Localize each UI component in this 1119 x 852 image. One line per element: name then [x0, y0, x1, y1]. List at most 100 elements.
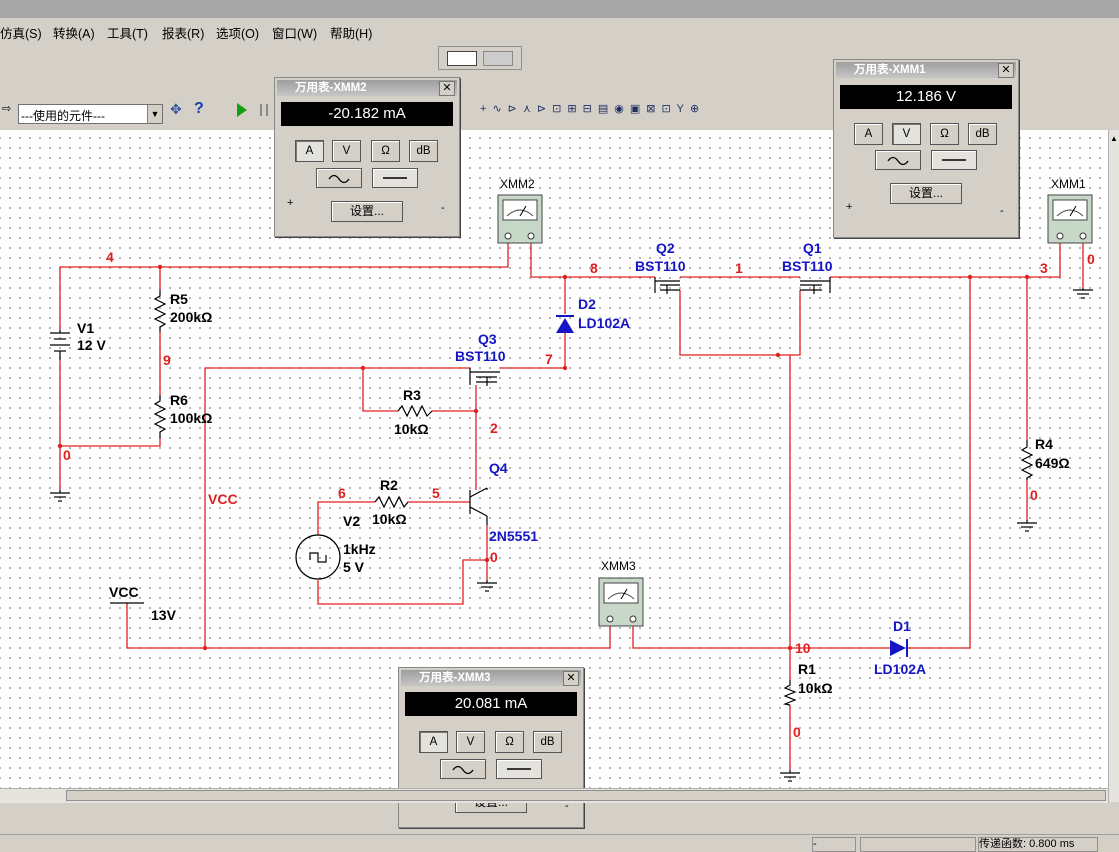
- close-icon[interactable]: ✕: [563, 671, 579, 686]
- q1-mosfet: [800, 277, 831, 294]
- xmm3-dc-button[interactable]: [496, 759, 542, 779]
- source-icon[interactable]: +: [480, 103, 493, 115]
- xmm3-panel[interactable]: 万用表-XMM3 ✕ 20.081 mA A V Ω dB 设置... + -: [398, 667, 584, 828]
- xmm1-panel-title[interactable]: 万用表-XMM1: [836, 62, 1016, 78]
- component-combo[interactable]: ---使用的元件--- ▼: [18, 104, 163, 124]
- electromech-icon[interactable]: ⊕: [690, 103, 706, 115]
- v1-name: V1: [77, 320, 95, 336]
- misc-icon[interactable]: ⊠: [646, 103, 662, 115]
- scroll-up-icon[interactable]: ▲: [1110, 134, 1118, 143]
- menu-transfer[interactable]: 转换(A): [53, 27, 95, 41]
- xmm3-ammeter-button[interactable]: A: [419, 731, 448, 753]
- xmm1-ammeter-button[interactable]: A: [854, 123, 883, 145]
- node-label: 4: [106, 249, 114, 265]
- xmm3-panel-title[interactable]: 万用表-XMM3: [401, 670, 581, 686]
- ground-icon: [50, 490, 70, 502]
- xmm2-dc-button[interactable]: [372, 168, 418, 188]
- xmm1-ohm-button[interactable]: Ω: [930, 123, 959, 145]
- power-icon[interactable]: ▣: [629, 103, 647, 115]
- node-label: 9: [163, 352, 171, 368]
- menu-tools[interactable]: 工具(T): [107, 27, 148, 41]
- menu-reports[interactable]: 报表(R): [162, 27, 205, 41]
- run-icon[interactable]: [237, 103, 247, 117]
- xmm3-db-button[interactable]: dB: [533, 731, 562, 753]
- junction: [157, 264, 163, 270]
- xmm1-settings-button[interactable]: 设置...: [890, 183, 962, 204]
- q4-name: Q4: [489, 460, 508, 476]
- xmm1-panel[interactable]: 万用表-XMM1 ✕ 12.186 V A V Ω dB 设置... + -: [833, 59, 1019, 238]
- pause-icon[interactable]: [260, 104, 268, 116]
- xmm3-voltmeter-button[interactable]: V: [456, 731, 485, 753]
- v2-freq: 1kHz: [343, 541, 376, 557]
- xmm3-ac-button[interactable]: [440, 759, 486, 779]
- junction: [562, 274, 568, 280]
- xmm2-ac-button[interactable]: [316, 168, 362, 188]
- analog-icon[interactable]: ⊳: [536, 103, 553, 115]
- mixed-icon[interactable]: ▤: [597, 103, 615, 115]
- breadboard-icon[interactable]: [447, 51, 477, 66]
- menu-simulate[interactable]: 仿真(S): [0, 27, 42, 41]
- schematic-workspace[interactable]: XMM2 XMM1 XMM3 V1 12 V R5 200kΩ R6 100kΩ…: [0, 130, 1108, 788]
- node-label: 0: [793, 724, 801, 740]
- xmm1-label: XMM1: [1051, 177, 1086, 191]
- horizontal-scroll-thumb[interactable]: [66, 790, 1106, 801]
- menu-help[interactable]: 帮助(H): [330, 27, 373, 41]
- junction: [360, 365, 366, 371]
- v2-source: [295, 534, 341, 580]
- xmm2-ohm-button[interactable]: Ω: [371, 140, 400, 162]
- xmm1-voltmeter-button[interactable]: V: [892, 123, 921, 145]
- component-wizard-icon[interactable]: ✥: [170, 101, 182, 117]
- component-bar[interactable]: +∿⊳⋏⊳⊡⊞⊟▤◉▣⊠⊡Y⊕: [480, 102, 820, 122]
- xmm2-panel-title[interactable]: 万用表-XMM2: [277, 80, 457, 96]
- help-icon[interactable]: ?: [194, 100, 204, 117]
- grip-icon[interactable]: [483, 51, 513, 66]
- menu-options[interactable]: 选项(O): [216, 27, 260, 41]
- q3-name: Q3: [478, 331, 497, 347]
- junction-dots: [57, 264, 1030, 651]
- ttl-icon[interactable]: ⊡: [552, 103, 568, 115]
- xmm3-label: XMM3: [601, 559, 636, 573]
- menu-window[interactable]: 窗口(W): [272, 27, 318, 41]
- resistor-icon[interactable]: ∿: [492, 103, 508, 115]
- indicator-icon[interactable]: ◉: [614, 103, 630, 115]
- components-drawing: [50, 288, 1093, 782]
- misc-digital-icon[interactable]: ⊟: [582, 103, 598, 115]
- junction: [787, 645, 793, 651]
- xmm1-ac-button[interactable]: [875, 150, 921, 170]
- arrow-icon[interactable]: ⇨: [2, 103, 12, 115]
- xmm3-ohm-button[interactable]: Ω: [495, 731, 524, 753]
- chevron-down-icon[interactable]: ▼: [147, 105, 162, 123]
- ac-wave-icon: [328, 174, 350, 184]
- close-icon[interactable]: ✕: [439, 81, 455, 96]
- q4-model: 2N5551: [489, 528, 539, 544]
- v1-value: 12 V: [77, 337, 106, 353]
- r2-name: R2: [380, 477, 398, 493]
- xmm1-minus-label: -: [1000, 205, 1004, 217]
- diode-icon[interactable]: ⊳: [507, 103, 523, 115]
- rf-icon[interactable]: Y: [676, 103, 691, 115]
- component-combo-value: ---使用的元件---: [21, 109, 105, 123]
- vertical-scrollbar[interactable]: ▲: [1108, 130, 1119, 802]
- xmm2-display: -20.182 mA: [281, 102, 453, 126]
- r1-name: R1: [798, 661, 816, 677]
- xmm1-dc-button[interactable]: [931, 150, 977, 170]
- wires: [59, 243, 1084, 770]
- xmm2-ammeter-button[interactable]: A: [295, 140, 324, 162]
- xmm2-panel[interactable]: 万用表-XMM2 ✕ -20.182 mA A V Ω dB 设置... + -: [274, 77, 460, 237]
- junction: [1024, 274, 1030, 280]
- xmm2-plus-label: +: [287, 197, 294, 209]
- transistor-icon[interactable]: ⋏: [522, 103, 537, 115]
- xmm2-voltmeter-button[interactable]: V: [332, 140, 361, 162]
- close-icon[interactable]: ✕: [998, 63, 1014, 78]
- xmm2-db-button[interactable]: dB: [409, 140, 438, 162]
- r2-value: 10kΩ: [372, 511, 407, 527]
- xmm1-db-button[interactable]: dB: [968, 123, 997, 145]
- cmos-icon[interactable]: ⊞: [567, 103, 583, 115]
- xmm2-minus-label: -: [441, 202, 445, 214]
- r3-resistor: [397, 404, 433, 418]
- xmm3-symbol: [598, 577, 644, 627]
- node-label: 0: [490, 549, 498, 565]
- advanced-icon[interactable]: ⊡: [661, 103, 677, 115]
- r5-resistor: [153, 290, 167, 332]
- xmm2-settings-button[interactable]: 设置...: [331, 201, 403, 222]
